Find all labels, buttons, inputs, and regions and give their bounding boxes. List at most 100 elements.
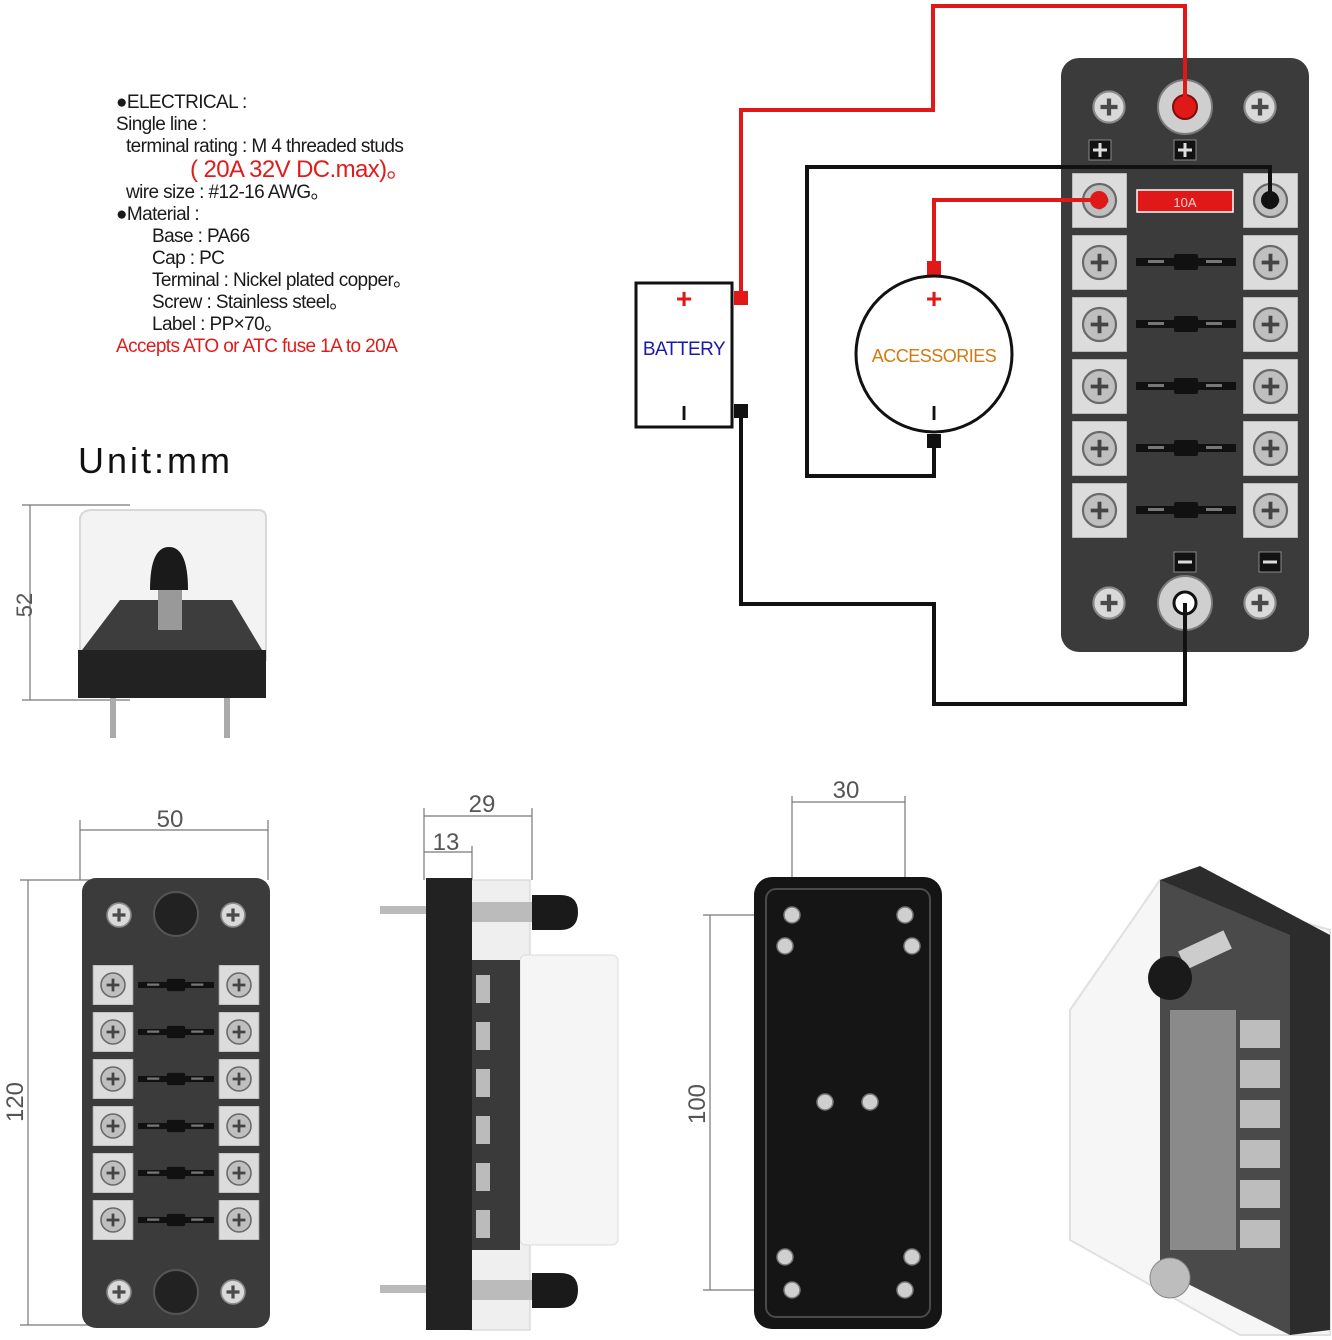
mounting-screw <box>380 906 426 914</box>
terminal-left <box>92 1106 134 1146</box>
isometric-view <box>1069 866 1331 1336</box>
screw-leg <box>224 698 230 738</box>
battery-negative-connector <box>734 404 748 418</box>
mounting-screw-icon <box>1244 91 1275 122</box>
terminal-left <box>1072 359 1127 414</box>
iso-stud-shaft <box>1178 930 1232 970</box>
mounting-hole <box>783 1281 801 1299</box>
accessories-minus-sign: I <box>931 403 937 425</box>
wiring-diagram: 10A + BATTERY I + ACCESSORIES I <box>634 4 1309 706</box>
terminal-rating: terminal rating : M 4 threaded studs <box>126 136 404 157</box>
iso-fuse-column <box>1170 1010 1236 1250</box>
back-view: 30 100 <box>684 777 942 1329</box>
battery-negative-wire <box>739 410 1187 706</box>
height-dimension-label: 52 <box>12 593 37 617</box>
material-screw: Screw : Stainless steel。 <box>152 292 348 313</box>
mounting-screw-icon <box>220 902 246 928</box>
terminal-left <box>92 965 134 1005</box>
side-terminal <box>476 1069 490 1097</box>
mounting-screw-icon <box>106 1279 132 1305</box>
battery-minus-sign: I <box>681 403 687 425</box>
accessories-label: ACCESSORIES <box>872 346 997 366</box>
mounting-screw-icon <box>220 1279 246 1305</box>
base-depth-dimension-label: 13 <box>433 829 460 856</box>
height-view: 52 <box>12 504 267 738</box>
positive-stud-cap <box>153 891 199 937</box>
width-dimension-line <box>79 820 269 880</box>
electrical-heading: ●ELECTRICAL : <box>116 92 247 113</box>
front-view: 50 120 <box>2 806 270 1328</box>
mounting-hole <box>776 1248 794 1266</box>
side-terminal <box>476 975 490 1003</box>
mounting-screw-icon <box>1093 91 1124 122</box>
terminal-left <box>1072 235 1127 290</box>
terminal-left <box>92 1153 134 1193</box>
base-depth-dimension-line <box>424 846 473 880</box>
terminal-right <box>1243 421 1298 476</box>
mounting-screw <box>380 1285 426 1293</box>
material-base: Base : PA66 <box>152 226 250 247</box>
single-line-label: Single line : <box>116 114 207 135</box>
terminal-left <box>1072 421 1127 476</box>
battery-plus-sign: + <box>676 283 692 314</box>
stud-nut-cap <box>532 895 578 930</box>
terminal-left <box>92 1059 134 1099</box>
mounting-hole <box>896 1281 914 1299</box>
mounting-hole <box>776 937 794 955</box>
side-terminal <box>476 1022 490 1050</box>
mounting-hole <box>903 1248 921 1266</box>
mounting-hole <box>903 937 921 955</box>
fuse-note: Accepts ATO or ATC fuse 1A to 20A <box>116 336 398 357</box>
fuse-10a <box>1136 189 1234 213</box>
battery-box <box>634 281 734 429</box>
side-profile-view: 29 13 <box>380 791 619 1331</box>
base-block <box>78 650 266 698</box>
accessory-positive-wire <box>932 198 1099 268</box>
iso-stud-bottom <box>1149 1257 1191 1299</box>
terminal-left <box>92 1200 134 1240</box>
side-terminal <box>476 1116 490 1144</box>
terminal-right <box>1243 297 1298 352</box>
iso-terminal <box>1240 1180 1280 1208</box>
material-terminal: Terminal : Nickel plated copper。 <box>152 270 412 291</box>
battery-positive-wire <box>739 4 1187 298</box>
iso-terminal <box>1240 1140 1280 1168</box>
accessories-plus-sign: + <box>926 283 942 314</box>
mount-length-dimension-label: 100 <box>684 1084 711 1124</box>
iso-terminal <box>1240 1100 1280 1128</box>
material-heading: ●Material : <box>116 204 200 225</box>
mounting-screw-icon <box>1093 587 1124 618</box>
accessory-negative-connector <box>927 434 941 448</box>
iso-terminal <box>1240 1020 1280 1048</box>
length-dimension-label: 120 <box>2 1082 29 1122</box>
terminal-left <box>1072 297 1127 352</box>
battery-label: BATTERY <box>643 339 726 360</box>
mount-spacing-dimension-label: 30 <box>833 777 860 804</box>
mounting-hole <box>783 906 801 924</box>
mounting-hole <box>816 1093 834 1111</box>
terminal-left <box>1072 483 1127 538</box>
terminal-right <box>218 1012 260 1052</box>
terminal-right <box>218 1106 260 1146</box>
length-dimension-line <box>20 879 90 1326</box>
stud-shaft <box>472 902 532 922</box>
side-base <box>426 878 472 1330</box>
terminal-right <box>218 1153 260 1193</box>
width-dimension-label: 50 <box>157 806 184 833</box>
back-housing-rim <box>765 888 931 1318</box>
front-housing <box>82 878 270 1328</box>
iso-stud-nut-cap <box>1148 956 1192 1000</box>
wire-size: wire size : #12-16 AWG。 <box>126 182 330 203</box>
material-label: Label : PP×70。 <box>152 314 283 335</box>
side-terminal <box>476 1210 490 1238</box>
mounting-hole <box>861 1093 879 1111</box>
rating-value: ( 20A 32V DC.max)。 <box>190 156 411 183</box>
screw-leg <box>110 698 116 738</box>
side-terminal <box>476 1163 490 1191</box>
terminal-right <box>218 1059 260 1099</box>
mounting-hole <box>896 906 914 924</box>
terminal-right <box>218 965 260 1005</box>
stud-nut-cap <box>150 547 188 590</box>
terminal-right <box>1243 483 1298 538</box>
